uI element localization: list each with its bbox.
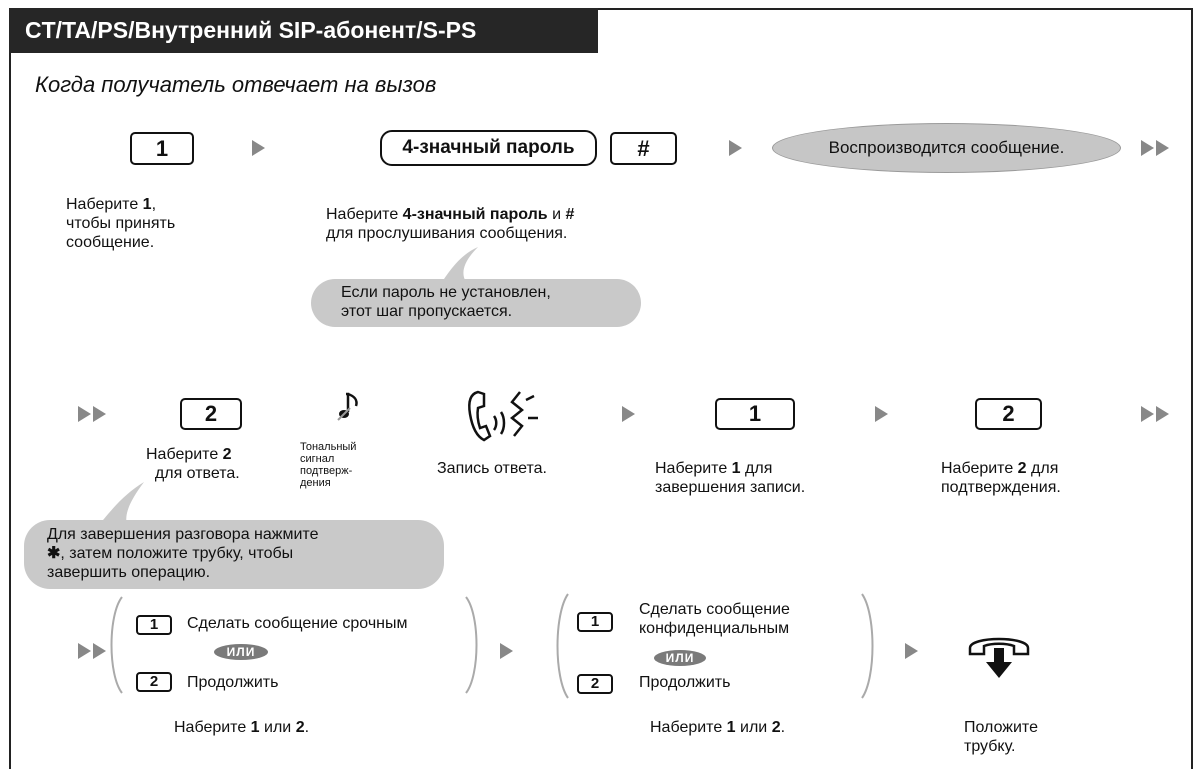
hang-up-icon bbox=[968, 637, 1030, 678]
step-end-record-text: Наберите 1 для завершения записи. bbox=[655, 460, 806, 496]
arrow-icon bbox=[252, 140, 265, 156]
or-badge: ИЛИ bbox=[654, 650, 706, 666]
playback-bubble: Воспроизводится сообщение. bbox=[772, 123, 1121, 173]
arrow-icon bbox=[875, 406, 888, 422]
music-note-icon bbox=[337, 392, 358, 421]
option-continue: Продолжить bbox=[187, 674, 279, 691]
step-password-text: Наберите 4-значный пароль и # для прослу… bbox=[326, 206, 575, 242]
caption-dial-1-or-2: Наберите 1 или 2. bbox=[650, 719, 786, 736]
caption-dial-1-or-2: Наберите 1 или 2. bbox=[174, 719, 310, 736]
option-continue: Продолжить bbox=[639, 674, 731, 691]
note-bubble-end-call: Для завершения разговора нажмите ✱, зате… bbox=[24, 520, 444, 589]
option-key-2: 2 bbox=[136, 672, 172, 692]
bubble-tail bbox=[440, 247, 478, 285]
arrow-icon bbox=[729, 140, 742, 156]
hash-key: # bbox=[610, 132, 677, 165]
step-confirm-text: Наберите 2 для подтверждения. bbox=[941, 460, 1061, 496]
record-label: Запись ответа. bbox=[437, 460, 547, 477]
subtitle: Когда получатель отвечает на вызов bbox=[35, 72, 437, 97]
key-2: 2 bbox=[180, 398, 242, 430]
option-group-brackets bbox=[110, 596, 478, 694]
password-key: 4-значный пароль bbox=[380, 130, 597, 166]
option-group-brackets bbox=[556, 593, 874, 699]
option-key-1: 1 bbox=[577, 612, 613, 632]
speaking-phone-icon bbox=[468, 390, 538, 442]
arrow-icon bbox=[622, 406, 635, 422]
option-key-2: 2 bbox=[577, 674, 613, 694]
diagram-frame bbox=[9, 8, 1193, 769]
option-urgent: Сделать сообщение срочным bbox=[187, 615, 408, 632]
note-bubble-password: Если пароль не установлен,этот шаг пропу… bbox=[311, 279, 641, 327]
key-2-confirm: 2 bbox=[975, 398, 1042, 430]
step-accept-text: Наберите 1, чтобы принять сообщение. bbox=[66, 196, 176, 251]
arrow-icon bbox=[500, 643, 513, 659]
bubble-tail bbox=[96, 482, 144, 528]
step-answer-text: Наберите 2 для ответа. bbox=[146, 446, 240, 482]
section-header: CT/TA/PS/Внутренний SIP-абонент/S-PS bbox=[9, 8, 598, 53]
key-1-end: 1 bbox=[715, 398, 795, 430]
key-1: 1 bbox=[130, 132, 194, 165]
arrow-icon bbox=[905, 643, 918, 659]
option-key-1: 1 bbox=[136, 615, 172, 635]
or-badge: ИЛИ bbox=[214, 644, 268, 660]
